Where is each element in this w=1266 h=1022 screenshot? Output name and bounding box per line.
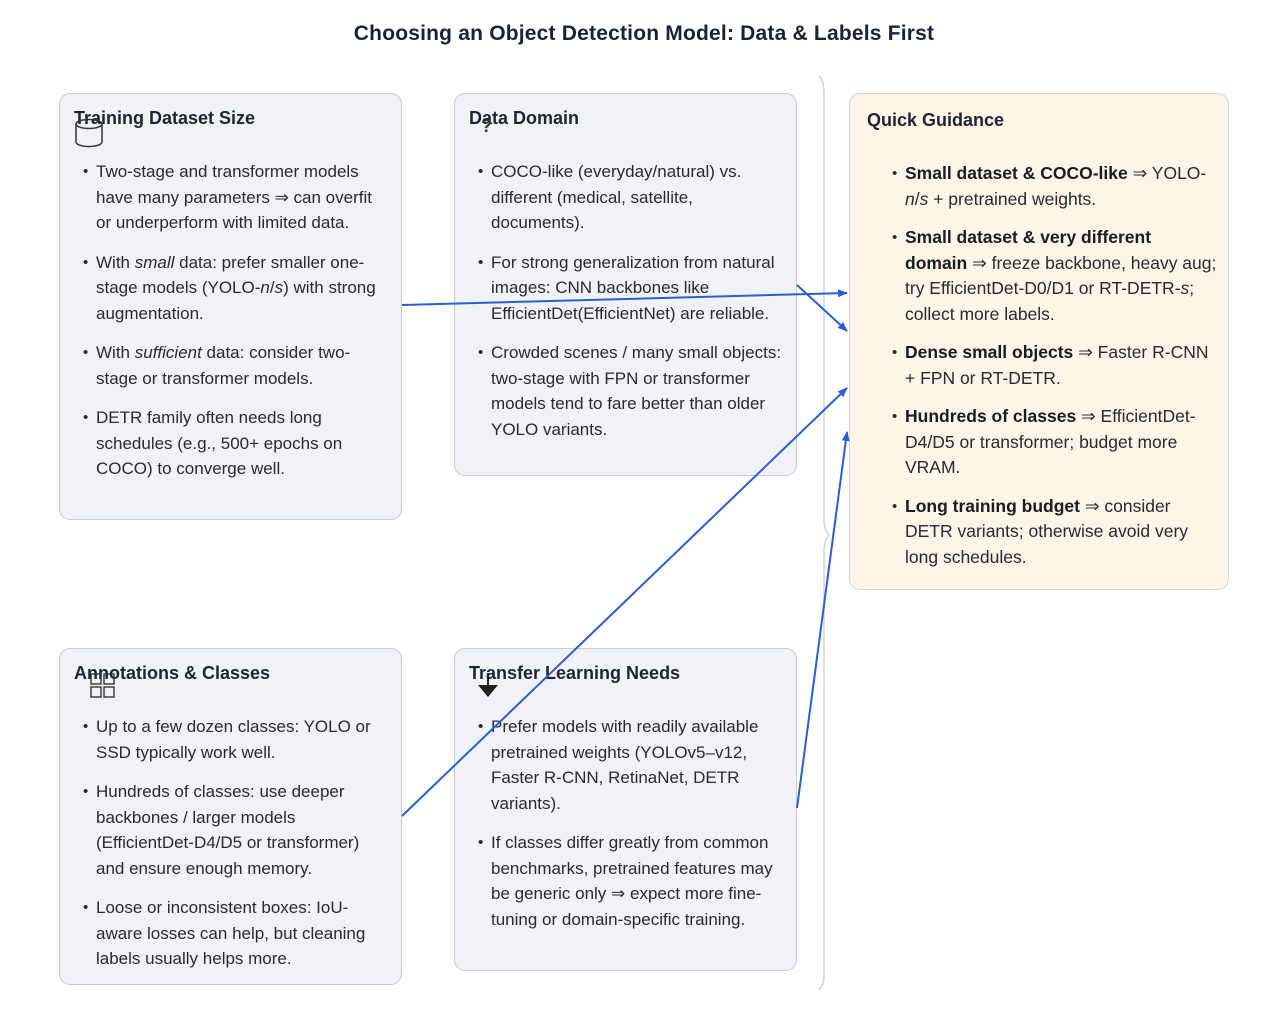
guidance-text: ⇒ YOLO-n/s + pretrained weights. (905, 163, 1207, 209)
box-title: Quick Guidance (867, 110, 1005, 130)
list-item: Up to a few dozen classes: YOLO or SSD t… (83, 714, 391, 765)
list-item: If classes differ greatly from common be… (478, 830, 786, 932)
list-item: Crowded scenes / many small objects: two… (478, 340, 786, 442)
list-item: DETR family often needs long schedules (… (83, 405, 391, 482)
list-item: With sufficient data: consider two-stage… (83, 340, 391, 391)
box-title: Training Dataset Size (74, 108, 256, 128)
list-item: For strong generalization from natural i… (478, 250, 786, 327)
guidance-text: ⇒ EfficientDet-D4/D5 or transformer; bud… (905, 406, 1196, 477)
guidance-key: Dense small objects (905, 342, 1074, 362)
list-item: Long training budget ⇒ consider DETR var… (892, 494, 1218, 571)
connector-arrow-transfer (796, 431, 850, 809)
list-item: COCO-like (everyday/natural) vs. differe… (478, 159, 786, 236)
list-item: Small dataset & very different domain ⇒ … (892, 225, 1218, 327)
item-list: COCO-like (everyday/natural) vs. differe… (478, 159, 786, 456)
item-list: Up to a few dozen classes: YOLO or SSD t… (83, 714, 391, 986)
box-title: Annotations & Classes (74, 663, 271, 683)
download-arrow-icon (477, 673, 499, 704)
connector-arrow-domain (796, 284, 848, 332)
box-transfer-learning-needs: Transfer Learning Needs Prefer models wi… (454, 648, 797, 971)
list-item: Hundreds of classes: use deeper backbone… (83, 779, 391, 881)
guidance-key: Small dataset & very different domain (905, 227, 1152, 273)
guidance-key: Long training budget (905, 495, 1080, 516)
box-training-dataset-size: Training Dataset Size Two-stage and tran… (59, 93, 402, 520)
list-item: Small dataset & COCO-like ⇒ YOLO-n/s + p… (892, 161, 1218, 212)
guidance-key: Small dataset & COCO-like (905, 163, 1128, 183)
list-item: With small data: prefer smaller one-stag… (83, 250, 391, 327)
box-annotations-classes: Annotations & Classes Up to a few dozen … (59, 648, 402, 985)
box-title: Transfer Learning Needs (469, 663, 681, 683)
box-quick-guidance: Quick Guidance Small dataset & COCO-like… (849, 93, 1229, 590)
list-item: Dense small objects ⇒ Faster R-CNN + FPN… (892, 340, 1218, 391)
diagram-title: Choosing an Object Detection Model: Data… (353, 22, 935, 45)
guidance-text: ⇒ freeze backbone, heavy aug; try Effici… (905, 252, 1217, 324)
guidance-key: Hundreds of classes (905, 406, 1077, 426)
box-title: Data Domain (469, 108, 580, 128)
database-cylinder-icon (74, 118, 104, 155)
guidance-list: Small dataset & COCO-like ⇒ YOLO-n/s + p… (892, 161, 1218, 583)
list-item: Hundreds of classes ⇒ EfficientDet-D4/D5… (892, 404, 1218, 481)
guidance-text: ⇒ consider DETR variants; otherwise avoi… (905, 495, 1189, 567)
box-data-domain: Data Domain ? COCO-like (everyday/natura… (454, 93, 797, 476)
list-item: Two-stage and transformer models have ma… (83, 159, 391, 236)
question-mark-icon: ? (481, 116, 492, 136)
guidance-text: ⇒ Faster R-CNN + FPN or RT-DETR. (905, 342, 1209, 388)
item-list: Two-stage and transformer models have ma… (83, 159, 391, 496)
list-item: Loose or inconsistent boxes: IoU-aware l… (83, 895, 391, 972)
list-item: Prefer models with readily available pre… (478, 714, 786, 816)
grid-squares-icon (90, 673, 116, 704)
divider-bracket (818, 75, 831, 991)
item-list: Prefer models with readily available pre… (478, 714, 786, 946)
